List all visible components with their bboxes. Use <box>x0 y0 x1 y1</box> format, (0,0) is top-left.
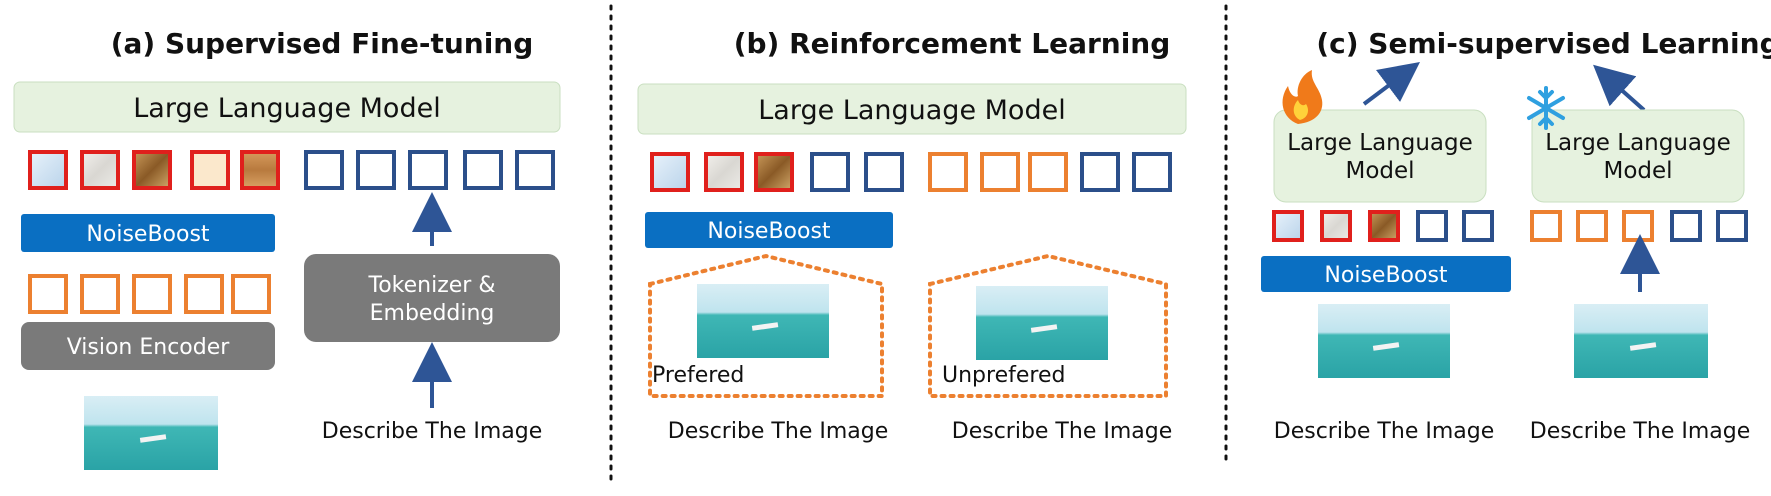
caption-c-right: Describe The Image <box>1530 419 1751 444</box>
vision-token <box>80 274 120 314</box>
llm-label-b: Large Language Model <box>758 95 1065 126</box>
image-tokens-a <box>28 150 280 190</box>
vision-encoder-label: Vision Encoder <box>67 335 231 360</box>
vision-token <box>28 274 68 314</box>
image-token <box>1368 210 1400 242</box>
vision-token <box>980 152 1020 192</box>
panel-b: (b) Reinforcement Learning Large Languag… <box>637 27 1187 444</box>
vision-token <box>132 274 172 314</box>
text-token <box>1132 152 1172 192</box>
tokenizer-label-line1: Tokenizer & <box>368 273 496 298</box>
panel-c: (c) Semi-supervised Learning Large Langu… <box>1261 27 1771 444</box>
panel-b-title: (b) Reinforcement Learning <box>734 27 1171 60</box>
text-tokens-b <box>810 152 1172 192</box>
sea-image-preferred <box>697 284 829 358</box>
fire-icon <box>1282 70 1323 124</box>
text-token <box>864 152 904 192</box>
tokenizer-label-line2: Embedding <box>370 301 495 326</box>
llm-label-c-left-line2: Model <box>1345 158 1414 184</box>
preferred-frame <box>648 253 884 398</box>
text-token <box>1670 210 1702 242</box>
image-token <box>80 150 120 190</box>
caption-c-left: Describe The Image <box>1274 419 1495 444</box>
image-token <box>240 150 280 190</box>
image-token <box>704 152 744 192</box>
vision-tokens-c <box>1530 210 1654 242</box>
llm-label-a: Large Language Model <box>133 93 440 124</box>
panel-a: (a) Supervised Fine-tuning Large Languag… <box>13 27 561 470</box>
image-token <box>28 150 68 190</box>
image-token <box>754 152 794 192</box>
text-token <box>463 150 503 190</box>
vision-token <box>1530 210 1562 242</box>
noiseboost-label-a: NoiseBoost <box>86 222 210 247</box>
sea-image-unpreferred <box>976 286 1108 360</box>
unpreferred-label: Unprefered <box>942 363 1065 388</box>
llm-box-a <box>13 81 561 133</box>
text-token <box>810 152 850 192</box>
llm-box-c-right <box>1531 109 1745 203</box>
snowflake-icon <box>1527 86 1565 130</box>
noiseboost-bar-c <box>1261 256 1511 292</box>
image-token <box>650 152 690 192</box>
noiseboost-label-c: NoiseBoost <box>1324 263 1448 288</box>
arrow-up-right-icon <box>1362 62 1420 106</box>
text-token <box>1462 210 1494 242</box>
image-token <box>190 150 230 190</box>
sea-image-c-left <box>1318 304 1450 378</box>
sea-image-a <box>84 396 218 470</box>
noiseboost-bar-b <box>645 212 893 248</box>
llm-box-b <box>637 83 1187 135</box>
image-tokens-c <box>1272 210 1400 242</box>
vision-token <box>184 274 224 314</box>
text-tokens-c-left <box>1416 210 1494 242</box>
vision-encoder-box <box>21 322 275 370</box>
text-tokens-c-right <box>1670 210 1748 242</box>
preferred-label: Prefered <box>652 363 744 388</box>
sea-image-c-right <box>1574 304 1708 378</box>
image-token <box>1272 210 1304 242</box>
llm-box-c-left <box>1273 109 1487 203</box>
text-token <box>515 150 555 190</box>
llm-label-c-right-line1: Large Language <box>1545 130 1731 156</box>
vision-token <box>1028 152 1068 192</box>
text-tokens-a <box>304 150 555 190</box>
panel-c-title: (c) Semi-supervised Learning <box>1316 27 1771 60</box>
vision-token <box>928 152 968 192</box>
panel-a-title: (a) Supervised Fine-tuning <box>111 27 534 60</box>
caption-a: Describe The Image <box>322 419 543 444</box>
image-tokens-b <box>650 152 794 192</box>
text-token <box>304 150 344 190</box>
text-token <box>356 150 396 190</box>
caption-b-left: Describe The Image <box>668 419 889 444</box>
image-token <box>132 150 172 190</box>
vision-tokens-a <box>28 274 271 314</box>
noiseboost-label-b: NoiseBoost <box>707 219 831 244</box>
vision-tokens-b <box>928 152 1068 192</box>
noiseboost-bar-a <box>21 214 275 252</box>
llm-label-c-left-line1: Large Language <box>1287 130 1473 156</box>
text-token <box>408 150 448 190</box>
vision-token <box>231 274 271 314</box>
vision-token <box>1576 210 1608 242</box>
text-token <box>1080 152 1120 192</box>
tokenizer-box <box>304 254 560 342</box>
unpreferred-frame <box>928 253 1168 398</box>
text-token <box>1416 210 1448 242</box>
caption-b-right: Describe The Image <box>952 419 1173 444</box>
text-token <box>1716 210 1748 242</box>
image-token <box>1320 210 1352 242</box>
arrow-up-left-icon <box>1593 64 1646 112</box>
llm-label-c-right-line2: Model <box>1603 158 1672 184</box>
vision-token <box>1622 210 1654 242</box>
